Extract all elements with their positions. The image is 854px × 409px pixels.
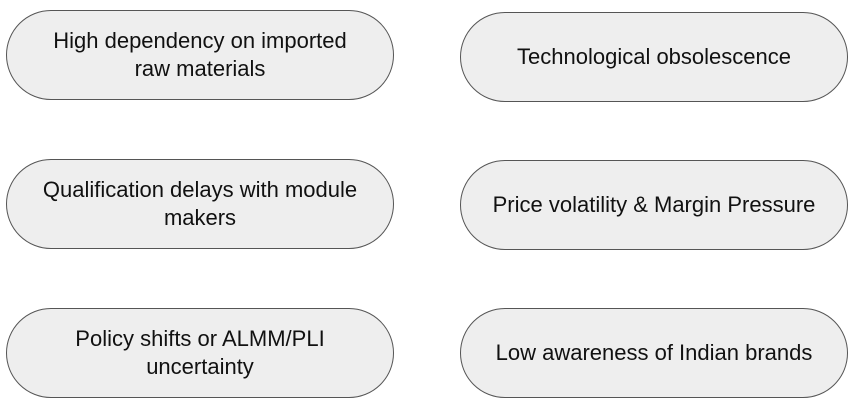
risk-item-qualification: Qualification delays with module makers bbox=[6, 159, 394, 249]
risk-label: Low awareness of Indian brands bbox=[495, 340, 813, 365]
risk-item-price-volatility: Price volatility & Margin Pressure bbox=[460, 160, 848, 250]
risk-item-policy: Policy shifts or ALMM/PLI uncertainty bbox=[6, 308, 394, 398]
risk-label: Policy shifts or ALMM/PLI uncertainty bbox=[75, 326, 325, 379]
risk-item-raw-materials: High dependency on imported raw material… bbox=[6, 10, 394, 100]
risk-label: Qualification delays with module makers bbox=[42, 177, 358, 230]
risk-item-brand-awareness: Low awareness of Indian brands bbox=[460, 308, 848, 398]
risk-label: Price volatility & Margin Pressure bbox=[492, 192, 816, 217]
risk-label: High dependency on imported raw material… bbox=[53, 28, 347, 81]
risk-label: Technological obsolescence bbox=[517, 44, 791, 69]
risk-item-obsolescence: Technological obsolescence bbox=[460, 12, 848, 102]
